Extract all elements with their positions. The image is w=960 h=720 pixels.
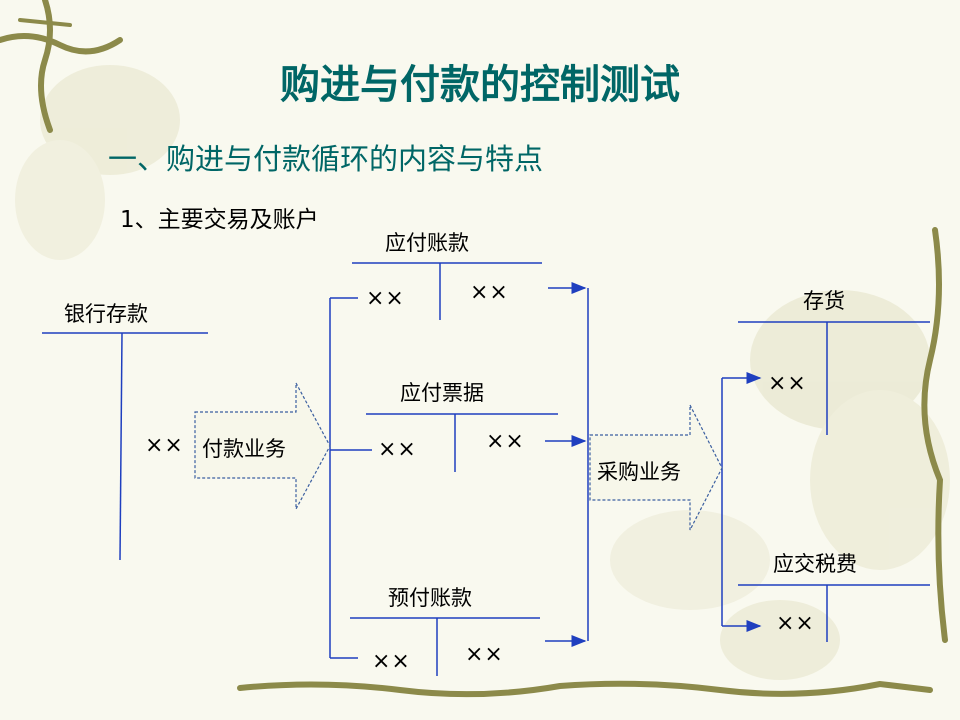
bank-deposit-credit-entry: ×× <box>145 433 184 458</box>
t-account-bank-deposit <box>42 332 208 561</box>
split-bracket <box>721 372 762 632</box>
t-account-inventory <box>738 321 930 435</box>
notes-payable-debit-entry: ×× <box>378 437 417 462</box>
account-name-taxes-payable: 应交税费 <box>773 552 857 576</box>
t-account-prepayments <box>350 617 540 676</box>
slide-title: 购进与付款的控制测试 <box>280 61 680 108</box>
prepayments-debit-entry: ×× <box>372 649 411 674</box>
account-name-notes-payable: 应付票据 <box>400 381 484 405</box>
sub-heading: 1、主要交易及账户 <box>120 207 319 233</box>
accounts-payable-credit-entry: ×× <box>470 280 509 305</box>
purchase-bracket <box>545 282 589 647</box>
t-account-taxes-payable <box>738 584 930 642</box>
payment-business-arrow <box>194 382 331 510</box>
section-heading: 一、购进与付款循环的内容与特点 <box>108 142 544 176</box>
notes-payable-credit-entry: ×× <box>486 429 525 454</box>
inventory-debit-entry: ×× <box>768 371 807 396</box>
account-name-bank-deposit: 银行存款 <box>64 302 148 326</box>
account-name-prepayments: 预付账款 <box>388 586 472 610</box>
faded-flower-decoration <box>15 65 950 680</box>
vine-border <box>0 0 948 698</box>
purchase-business-label: 采购业务 <box>597 460 681 484</box>
payment-bracket <box>329 297 372 659</box>
purchase-business-arrow <box>589 404 723 531</box>
t-account-accounts-payable <box>352 262 542 320</box>
account-name-inventory: 存货 <box>803 289 845 313</box>
prepayments-credit-entry: ×× <box>465 642 504 667</box>
account-name-accounts-payable: 应付账款 <box>385 231 469 255</box>
accounts-payable-debit-entry: ×× <box>366 286 405 311</box>
taxes-payable-debit-entry: ×× <box>776 611 815 636</box>
payment-business-label: 付款业务 <box>202 437 286 461</box>
t-account-notes-payable <box>366 413 558 472</box>
